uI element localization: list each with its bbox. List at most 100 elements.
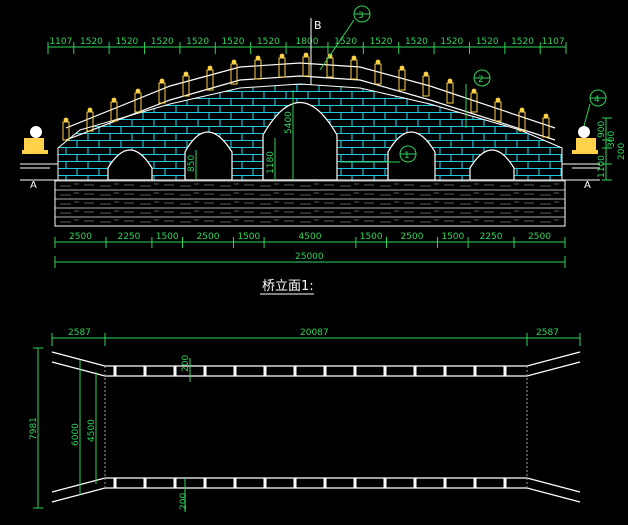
baluster-post: [398, 69, 406, 91]
top-dim-label: 1520: [257, 37, 280, 47]
svg-text:5400: 5400: [284, 111, 294, 134]
bottom-dim-label: 2250: [117, 232, 140, 242]
foundation: [20, 163, 600, 227]
baluster-finial: [255, 55, 261, 61]
plan-post: [143, 366, 147, 376]
plan-post: [413, 366, 417, 376]
baluster-post: [134, 92, 142, 113]
svg-text:桥立面1:: 桥立面1:: [262, 279, 314, 294]
section-a-right-label: A: [584, 180, 591, 191]
baluster-post: [158, 82, 166, 104]
baluster-post: [350, 59, 358, 80]
plan-post: [173, 366, 177, 376]
arch-right-inner: [387, 131, 436, 181]
bridge-plan: [51, 351, 581, 503]
arch-left-inner: [184, 131, 233, 181]
section-a-right: A: [572, 167, 600, 191]
baluster-post: [374, 63, 382, 85]
baluster-finial: [399, 65, 405, 71]
lion-statue-right: [572, 126, 598, 154]
svg-text:2: 2: [478, 75, 484, 85]
center-elevation-dims: 5400 1180 850: [187, 90, 294, 180]
baluster-post: [302, 56, 310, 77]
svg-text:1180: 1180: [266, 151, 276, 174]
baluster-finial: [447, 78, 453, 84]
plan-post: [473, 478, 477, 488]
baluster-post: [110, 101, 118, 122]
baluster-finial: [543, 113, 549, 119]
bottom-dim-label: 1500: [237, 232, 260, 242]
arch-right-outer: [469, 149, 515, 181]
baluster-post: [62, 121, 70, 141]
plan-post: [113, 478, 117, 488]
svg-text:1100: 1100: [597, 155, 607, 178]
plan-post: [353, 478, 357, 488]
plan-rail-posts: [113, 366, 507, 488]
baluster-finial: [207, 65, 213, 71]
section-a-left-label: A: [30, 180, 37, 191]
bottom-dim-label: 2500: [197, 232, 220, 242]
baluster-finial: [303, 52, 309, 58]
baluster-finial: [63, 117, 69, 123]
top-dim-label: 1520: [405, 37, 428, 47]
plan-post: [503, 366, 507, 376]
svg-text:4500: 4500: [87, 419, 97, 442]
top-dim-label: 1520: [115, 37, 138, 47]
plan-post: [113, 366, 117, 376]
baluster-finial: [423, 71, 429, 77]
arches: [107, 101, 515, 181]
baluster-finial: [87, 107, 93, 113]
baluster-finial: [351, 55, 357, 61]
svg-text:900: 900: [597, 121, 607, 138]
callout-1: 1: [340, 145, 417, 163]
baluster-finial: [279, 53, 285, 59]
callout-2: 2: [465, 69, 491, 128]
plan-post: [233, 478, 237, 488]
top-dim-label: 1520: [476, 37, 499, 47]
section-a-left: A: [20, 167, 50, 191]
section-marker-b: B: [310, 18, 322, 90]
plan-left-dims: 7981 6000 4500: [29, 347, 97, 509]
plan-post: [203, 366, 207, 376]
plan-post: [263, 366, 267, 376]
right-elevation-dims: 900 300 200 1100: [597, 117, 627, 181]
plan-dim-right: 2587: [536, 328, 559, 338]
total-dimension: 25000: [295, 252, 324, 262]
svg-text:200: 200: [181, 355, 191, 372]
baluster-finial: [231, 59, 237, 65]
plan-post: [323, 478, 327, 488]
plan-post: [233, 366, 237, 376]
callout-4: 4: [583, 89, 607, 127]
top-dim-label: 1107: [49, 37, 72, 47]
svg-text:4: 4: [594, 95, 600, 105]
plan-top-dims: 2587 20087 2587: [51, 328, 581, 346]
baluster-post: [494, 101, 502, 122]
plan-dim-left: 2587: [68, 328, 91, 338]
bottom-dim-label: 4500: [299, 232, 322, 242]
baluster-post: [470, 92, 478, 113]
bottom-dim-label: 2500: [69, 232, 92, 242]
lion-statue-left: [22, 126, 48, 154]
plan-dim-middle: 20087: [300, 328, 329, 338]
baluster-finial: [375, 59, 381, 65]
plan-post: [203, 478, 207, 488]
baluster-finial: [159, 78, 165, 84]
top-dim-label: 1520: [222, 37, 245, 47]
plan-post: [443, 366, 447, 376]
baluster-post: [206, 69, 214, 91]
top-dim-label: 1520: [511, 37, 534, 47]
baluster-post: [278, 57, 286, 78]
plan-post: [443, 478, 447, 488]
plan-post: [263, 478, 267, 488]
elevation-title: 桥立面1:: [260, 279, 314, 295]
plan-post: [293, 478, 297, 488]
plan-post: [143, 478, 147, 488]
baluster-finial: [471, 88, 477, 94]
svg-text:200: 200: [179, 493, 189, 510]
top-dim-label: 1520: [151, 37, 174, 47]
plan-post: [173, 478, 177, 488]
plan-post: [473, 366, 477, 376]
